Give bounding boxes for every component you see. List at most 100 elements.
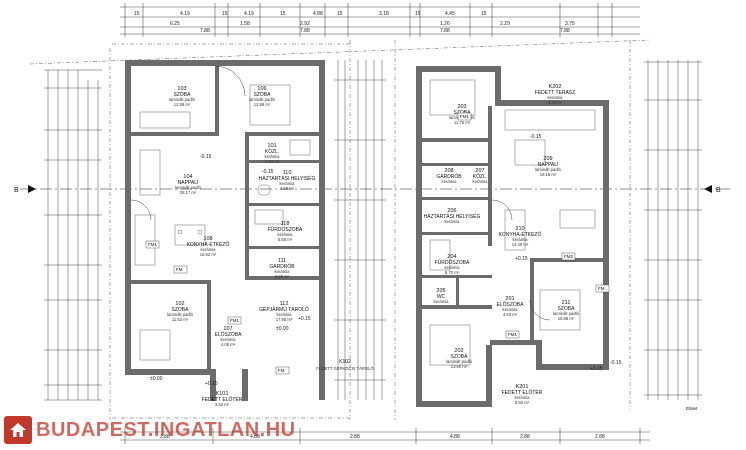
window-tag: FM1: [148, 242, 157, 247]
room-number: 206: [447, 208, 456, 214]
right-vertical-dimensions: [644, 60, 702, 400]
room-number: 106: [257, 86, 266, 92]
room-area: 17.95 m²: [276, 317, 293, 322]
watermark-logo-icon: [4, 416, 32, 444]
window-tag: FM: [278, 368, 285, 373]
room-area: 4.63 m²: [503, 312, 518, 317]
room-floor-material: kerámia: [275, 269, 291, 274]
room-number: 104: [183, 174, 192, 180]
watermark-text: BUDAPEST.INGATLAN.HU: [36, 418, 296, 441]
room-area: 5.58 m²: [278, 237, 293, 242]
room-floor-material: kerámia: [515, 395, 531, 400]
room-floor-material: kerámia: [434, 299, 450, 304]
room-number: 110: [283, 170, 292, 176]
room-name: SZOBA: [174, 92, 192, 98]
top-dim-label: 4.19: [180, 11, 190, 17]
bottom-dim-label: 2.88: [595, 434, 605, 440]
room-number: K101: [216, 391, 229, 397]
window-tag: FM1: [230, 318, 239, 323]
room-area: 13.60 m²: [451, 364, 468, 369]
left-unit-walls: [125, 60, 325, 401]
room-number: 204: [447, 254, 456, 260]
bottom-dim-label: 2.88: [520, 434, 530, 440]
room-name: FEDETT ELŐTÉR: [202, 396, 243, 403]
level-mark: +0.15: [515, 256, 528, 262]
window-tag: FM2: [564, 254, 573, 259]
watermark: BUDAPEST.INGATLAN.HU: [4, 414, 296, 446]
room-area: 3.52 m²: [215, 402, 230, 407]
room-name: WC: [437, 294, 446, 300]
window-tag-box: [227, 316, 242, 325]
room-area: 2.54 m²: [265, 159, 280, 164]
room-area: 12.88 m²: [254, 102, 271, 107]
room-name: KONYHA-ÉTKEZŐ: [187, 241, 230, 248]
room-name: FÜRDŐSZOBA: [268, 226, 303, 233]
room-name: GÉPJÁRMŰ TÁROLÓ: [259, 306, 309, 313]
corner-label: Elület: [686, 406, 698, 411]
bottom-dim-label: 4.88: [450, 434, 460, 440]
section-arrow-left-icon: [28, 185, 36, 193]
room-number: 203: [457, 104, 466, 110]
level-mark: +0.15: [205, 381, 218, 387]
section-arrow-right-icon: [704, 185, 712, 193]
room-name: GARDRÓB: [269, 263, 295, 270]
carport-name: FEDETT GÉPKOCSI TÁROLÓ: [316, 366, 374, 371]
top-dim-label: 4.88: [313, 11, 323, 17]
room-name: SZOBA: [451, 354, 469, 360]
room-floor-material: kerámia: [473, 179, 489, 184]
level-mark: -0.15: [530, 134, 542, 140]
room-floor-material: laminált padló: [553, 311, 580, 316]
site-boundary-lines: [29, 39, 651, 420]
room-name: ELŐSZOBA: [215, 331, 243, 338]
top-dim-label: 1.58: [240, 21, 250, 27]
level-marks: ±0.00-0.15-0.15+0.15+0.15±0.00-0.15+0.15…: [150, 134, 622, 387]
room-floor-material: kerámia: [265, 154, 281, 159]
room-area: 9.20 m²: [548, 100, 563, 105]
room-name: FÜRDŐSZOBA: [435, 259, 470, 266]
top-dim-label: 3.75: [565, 21, 575, 27]
top-dim-label: 15: [222, 11, 228, 17]
room-name: SZOBA: [558, 306, 576, 312]
carport-label: K102 FEDETT GÉPKOCSI TÁROLÓ: [316, 359, 374, 371]
room-floor-material: kerámia: [548, 95, 564, 100]
bottom-dim-label: 2.88: [160, 434, 170, 440]
window-tag: FM: [598, 286, 605, 291]
room-area: 16.88 m²: [558, 316, 575, 321]
level-mark: +0.15: [590, 366, 603, 372]
room-name: GARDRÓB: [436, 173, 462, 180]
top-dim-label: 7.88: [440, 28, 450, 34]
level-mark: -0.15: [200, 154, 212, 160]
room-floor-material: laminált padló: [169, 97, 196, 102]
level-mark: -0.15: [610, 360, 622, 366]
room-number: 102: [175, 301, 184, 307]
room-floor-material: kerámia: [513, 237, 529, 242]
room-number: 208: [444, 168, 453, 174]
top-dim-label: 7.88: [200, 28, 210, 34]
top-dim-label: 7.88: [560, 28, 570, 34]
top-dim-label: 15: [481, 11, 487, 17]
right-unit-walls: [416, 66, 609, 407]
room-number: K202: [549, 84, 562, 90]
room-area: 4.08 m²: [221, 342, 236, 347]
room-name: HÁZTARTÁSI HELYISÉG: [259, 175, 316, 182]
room-number: 103: [177, 86, 186, 92]
window-tag-box: [595, 284, 610, 293]
